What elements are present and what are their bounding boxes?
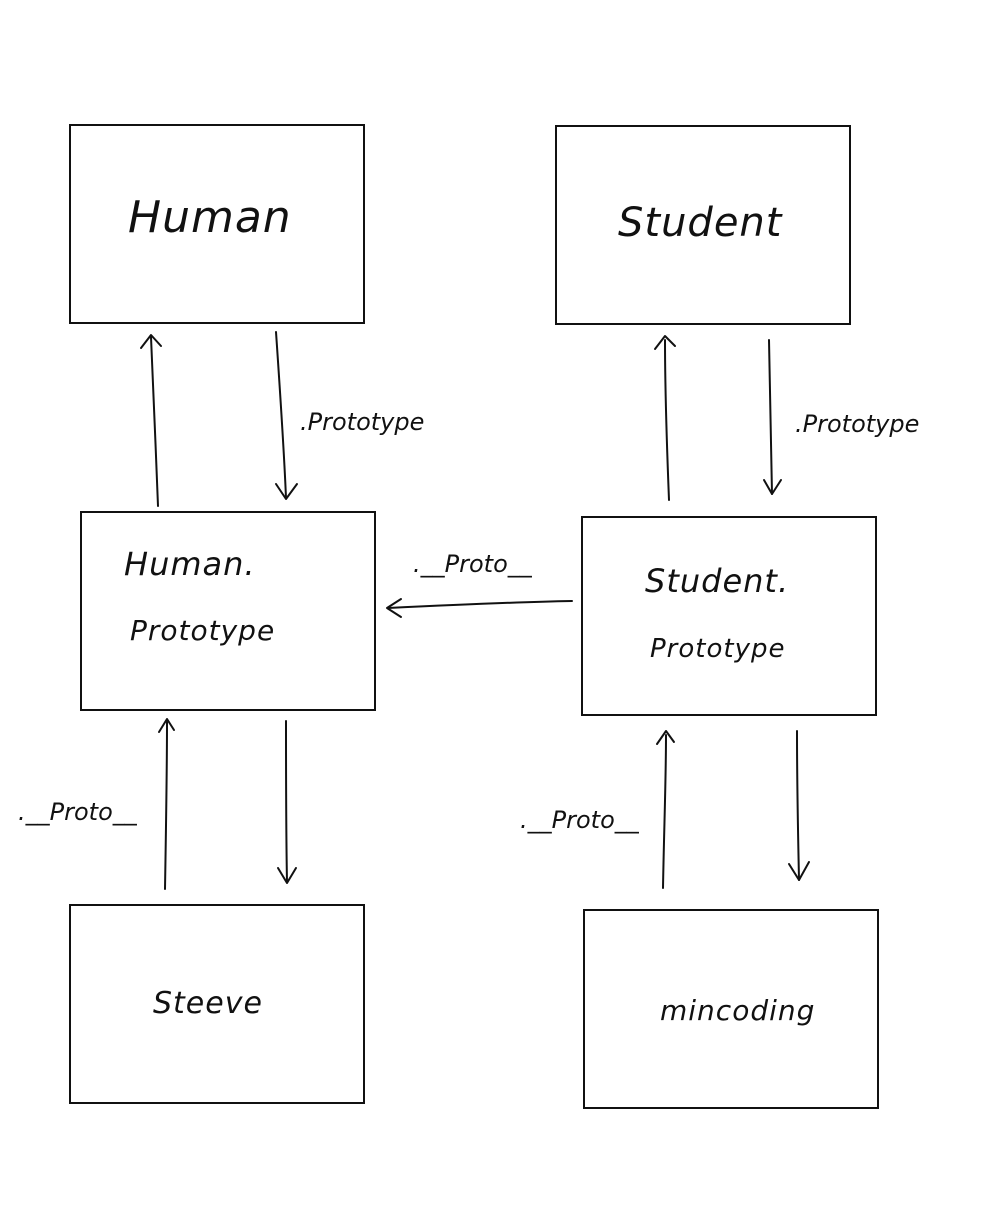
arrow-humanproto-to-steeve (285, 720, 288, 883)
arrowhead-studentproto-down (763, 479, 782, 495)
steeve-box (69, 904, 365, 1104)
arrowhead-human-up (140, 334, 162, 349)
arrow-student-to-studentproto (768, 339, 773, 495)
human-box (69, 124, 365, 324)
student-label: Student (618, 200, 783, 246)
arrowhead-humanproto-down (275, 483, 298, 500)
arrow-human-to-humanproto (275, 331, 287, 499)
mincoding-label: mincoding (660, 994, 816, 1027)
arrowhead-studentproto-up (656, 730, 675, 745)
student-prototype-label-line2: Prototype (650, 634, 786, 664)
edge-label-human-prototype: .Prototype (300, 408, 425, 436)
student-prototype-box (581, 516, 877, 716)
arrow-mincoding-to-studentproto (662, 734, 667, 889)
arrowhead-humanproto-up (158, 718, 175, 733)
arrow-studentproto-to-mincoding (796, 730, 800, 881)
arrow-studentproto-to-student (664, 339, 670, 501)
edge-label-studentproto-humanproto: .__Proto__ (413, 550, 532, 578)
human-prototype-label-line2: Prototype (130, 614, 276, 647)
student-prototype-label-line1: Student. (645, 562, 790, 600)
arrowhead-mincoding-down (788, 861, 810, 881)
arrowhead-student-up (654, 335, 676, 350)
arrow-studentproto-to-humanproto (387, 600, 573, 609)
arrowhead-humanproto-left (386, 598, 402, 618)
human-prototype-box (80, 511, 376, 711)
arrow-steeve-to-humanproto (164, 721, 168, 890)
edge-label-mincoding-studentproto: .__Proto__ (520, 806, 639, 834)
arrowhead-steeve-down (277, 867, 297, 884)
student-box (555, 125, 851, 325)
human-prototype-label-line1: Human. (124, 545, 256, 583)
human-label: Human (128, 192, 292, 243)
arrow-humanproto-to-human (150, 336, 159, 507)
edge-label-student-prototype: .Prototype (795, 410, 920, 438)
steeve-label: Steeve (153, 986, 263, 1021)
edge-label-steeve-humanproto: .__Proto__ (18, 798, 137, 826)
mincoding-box (583, 909, 879, 1109)
